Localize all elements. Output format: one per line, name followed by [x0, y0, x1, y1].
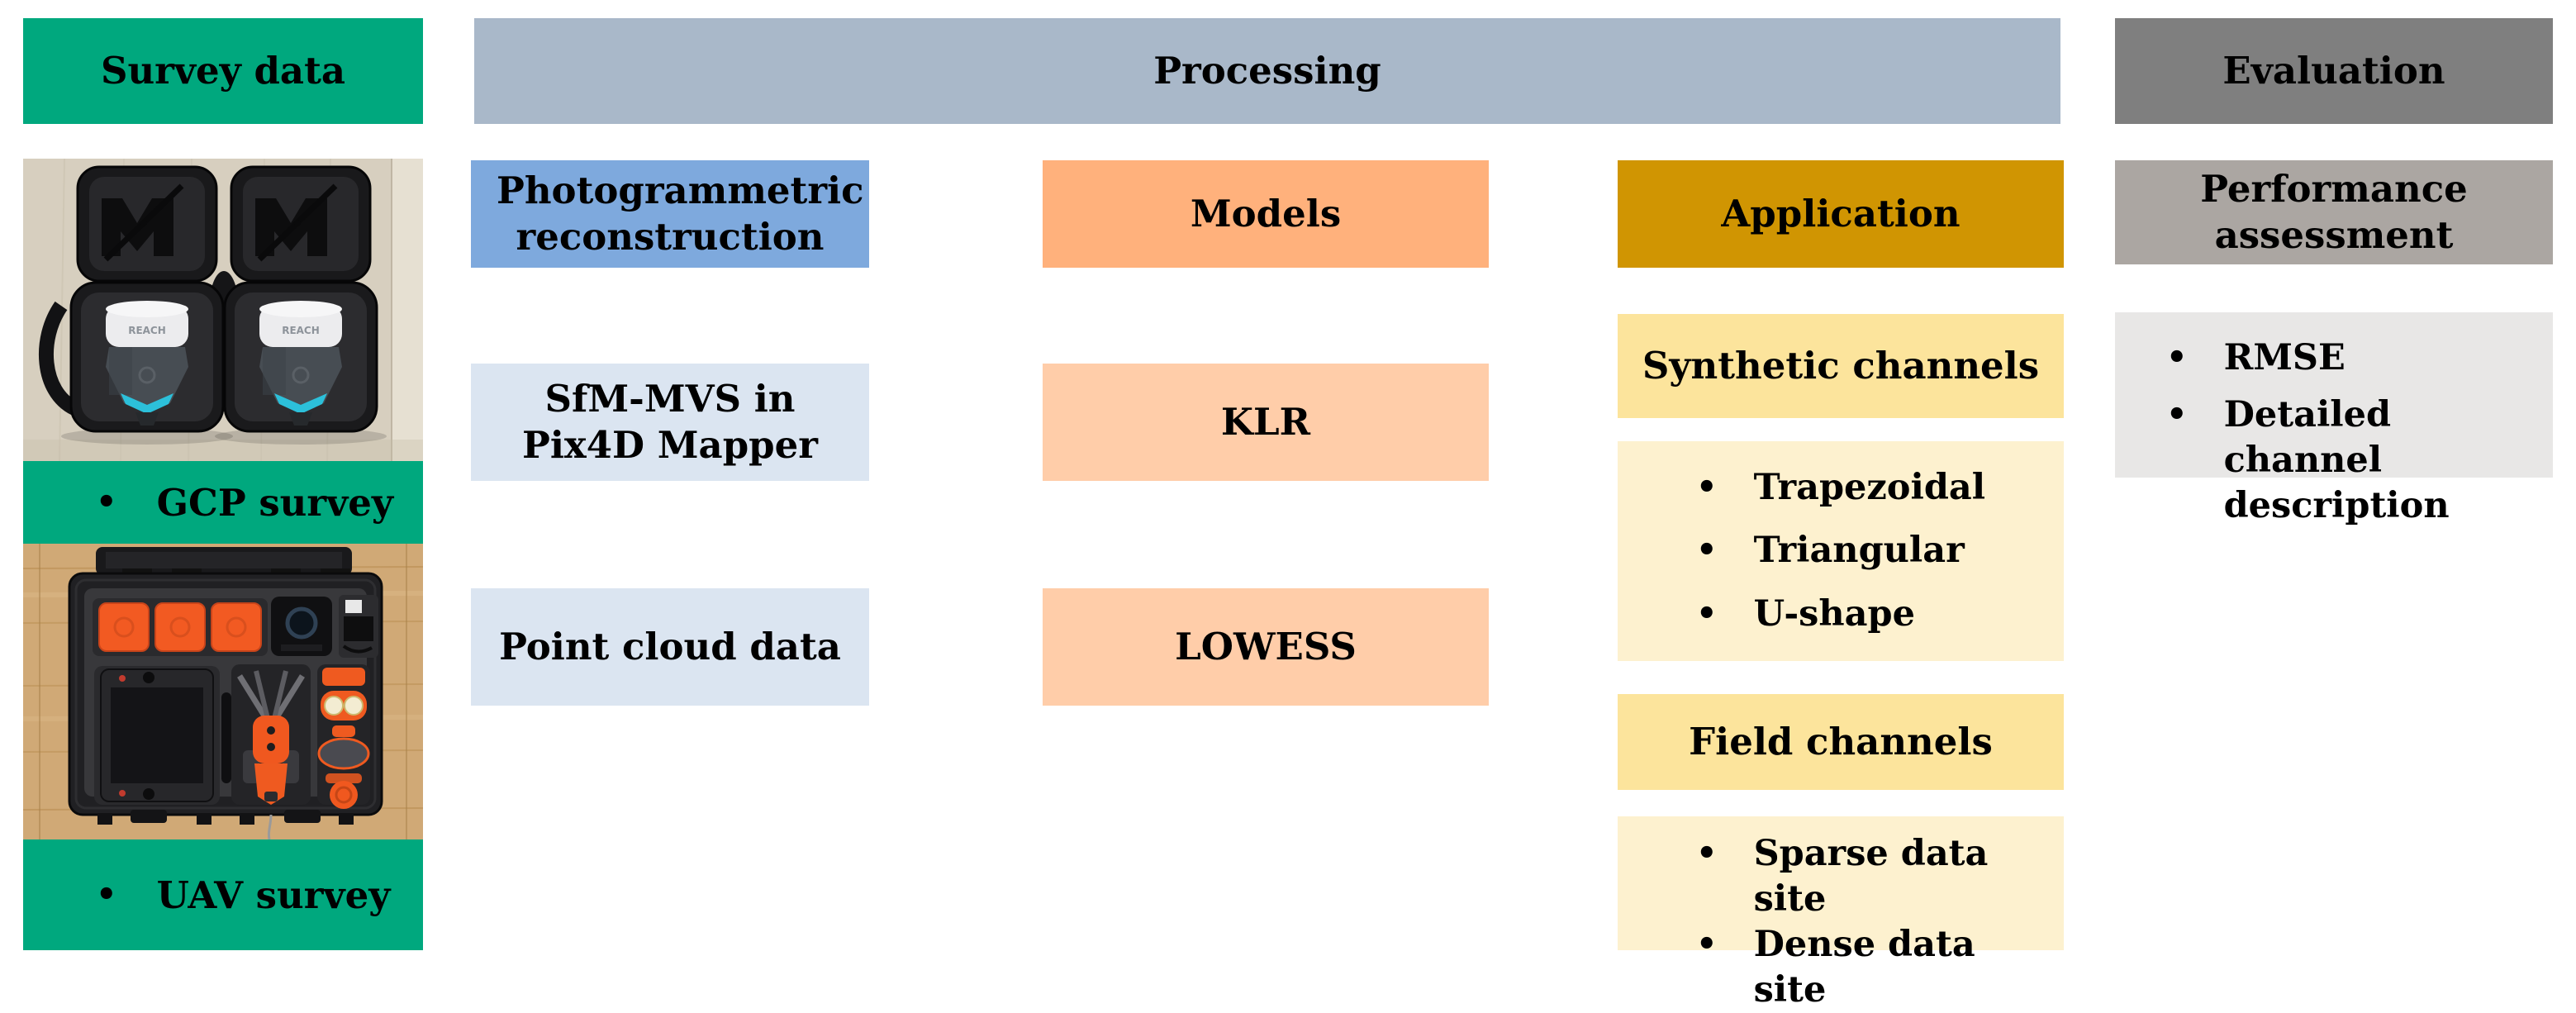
evaluation-header-label: Evaluation [2222, 49, 2445, 93]
bullet-marker: • [96, 483, 117, 521]
photogrammetric-reconstruction-box: Photogrammetric reconstruction [471, 160, 869, 268]
list-item: • Sparse data site [1696, 831, 2056, 922]
gcp-survey-photo: REACH REACH [23, 159, 423, 461]
gcp-survey-caption: GCP survey [156, 480, 394, 525]
rmse-label: RMSE [2223, 337, 2345, 378]
models-label: Models [1190, 192, 1342, 236]
list-item: • Trapezoidal [1696, 465, 2056, 511]
application-label: Application [1721, 192, 1961, 236]
lowess-label: LOWESS [1175, 625, 1357, 669]
list-item: • Detailed channel description [2166, 392, 2545, 529]
triangular-label: Triangular [1753, 530, 1965, 572]
synthetic-channels-box: Synthetic channels [1618, 314, 2064, 418]
field-channels-label: Field channels [1689, 720, 1993, 764]
processing-header-label: Processing [1153, 49, 1381, 93]
sfm-mvs-box: SfM-MVS in Pix4D Mapper [471, 364, 869, 481]
bullet-marker: • [1696, 467, 1718, 506]
dense-data-site-label: Dense data site [1753, 924, 1975, 1011]
list-item: • Triangular [1696, 528, 2056, 573]
receiver-brand-text: REACH [128, 325, 166, 336]
charger-and-cables [339, 595, 378, 658]
uav-survey-caption: UAV survey [156, 873, 391, 917]
bullet-marker: • [2166, 395, 2188, 435]
evaluation-header: Evaluation [2115, 18, 2553, 124]
klr-label: KLR [1220, 400, 1311, 445]
receiver-brand-text: REACH [282, 325, 320, 336]
synthetic-channels-label: Synthetic channels [1642, 344, 2040, 388]
field-channels-box: Field channels [1618, 694, 2064, 790]
list-item: • RMSE [2166, 335, 2545, 381]
sfm-mvs-label: SfM-MVS in Pix4D Mapper [521, 377, 818, 467]
survey-data-header-label: Survey data [100, 49, 346, 93]
detailed-channel-description-label: Detailed channel description [2223, 394, 2450, 527]
synthetic-channel-types-box: • Trapezoidal • Triangular • U-shape [1618, 441, 2064, 661]
bullet-marker: • [1696, 594, 1718, 634]
bullet-marker: • [1696, 834, 1718, 873]
bullet-marker: • [2166, 338, 2188, 377]
gnss-receiver: REACH [106, 301, 188, 426]
folded-drone [231, 664, 311, 805]
point-cloud-data-box: Point cloud data [471, 588, 869, 706]
gnss-case-right: REACH [223, 165, 378, 433]
list-item: • Dense data site [1696, 922, 2056, 1013]
models-box: Models [1043, 160, 1489, 268]
u-shape-label: U-shape [1753, 593, 1915, 635]
survey-data-header: Survey data [23, 18, 423, 124]
evaluation-metrics-box: • RMSE • Detailed channel description [2115, 312, 2553, 526]
bullet-marker: • [1696, 530, 1718, 570]
bullet-marker: • [96, 875, 117, 914]
performance-assessment-box: Performance assessment [2115, 160, 2553, 264]
uav-case-illustration [23, 544, 423, 839]
uav-survey-caption-bar: • UAV survey [23, 839, 423, 950]
gnss-receivers-illustration: REACH REACH [23, 159, 423, 461]
uav-survey-photo [23, 544, 423, 839]
photogrammetric-reconstruction-label: Photogrammetric reconstruction [497, 169, 864, 259]
lowess-box: LOWESS [1043, 588, 1489, 706]
klr-box: KLR [1043, 364, 1489, 481]
camera-module [271, 597, 332, 656]
drone-batteries [93, 598, 268, 656]
point-cloud-data-label: Point cloud data [499, 625, 841, 669]
field-channel-sites-box: • Sparse data site • Dense data site [1618, 816, 2064, 1011]
gnss-case-left: REACH [69, 165, 225, 433]
gcp-survey-caption-bar: • GCP survey [23, 461, 423, 544]
application-box: Application [1618, 160, 2064, 268]
list-item: • U-shape [1696, 592, 2056, 637]
sparse-data-site-label: Sparse data site [1753, 833, 1989, 920]
processing-header: Processing [474, 18, 2060, 124]
trapezoidal-label: Trapezoidal [1753, 466, 1986, 508]
drone-accessories [317, 664, 370, 809]
performance-assessment-label: Performance assessment [2200, 167, 2468, 257]
gnss-receiver: REACH [259, 301, 342, 426]
smart-controller [94, 666, 231, 805]
bullet-marker: • [1696, 925, 1718, 964]
